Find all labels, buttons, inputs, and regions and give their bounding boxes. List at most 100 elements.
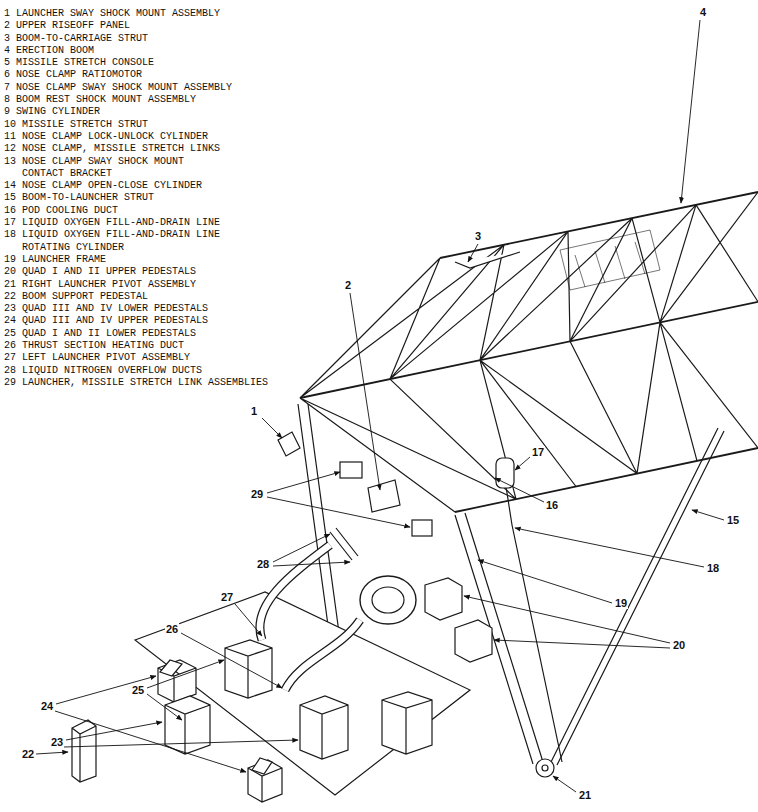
leader-line [515,528,704,567]
leader-line [273,562,350,566]
part-list-entry: 2 UPPER RISEOFF PANEL [4,20,268,32]
boom-support-pedestal [72,720,96,782]
leader-line [494,640,670,648]
leader-line [66,722,162,740]
part-list-entry: 23 QUAD III AND IV LOWER PEDESTALS [4,303,268,315]
leader-line [350,293,380,490]
callout-number: 28 [256,558,270,570]
pedestal-group [72,578,492,802]
overflow-duct [330,528,358,560]
right-frame-leg [455,513,543,764]
callout-number: 18 [706,562,720,574]
cooling-duct [285,620,360,690]
part-list-entry: 19 LAUNCHER FRAME [4,254,268,266]
thrust-ring-inner [372,587,404,613]
part-list-entry: 27 LEFT LAUNCHER PIVOT ASSEMBLY [4,352,268,364]
part-list-entry: 4 ERECTION BOOM [4,45,268,57]
part-list-entry: 22 BOOM SUPPORT PEDESTAL [4,291,268,303]
callout-number: 29 [250,488,264,500]
part-list-entry: 29 LAUNCHER, MISSILE STRETCH LINK ASSEMB… [4,377,268,389]
lower-pedestal [165,696,210,754]
callout-number: 22 [21,748,35,760]
leader-line [267,497,410,527]
leader-line [235,604,262,636]
stretch-link [412,520,432,536]
lower-pedestal [382,692,432,754]
rotating-cylinder [496,458,514,488]
part-list-entry: 12 NOSE CLAMP, MISSILE STRETCH LINKS [4,143,268,155]
part-list-entry: 26 THRUST SECTION HEATING DUCT [4,340,268,352]
leader-line [262,418,282,438]
left-frame-leg [298,404,340,640]
leader-line [478,560,612,603]
thrust-ring [360,576,416,624]
part-list-entry: 7 NOSE CLAMP SWAY SHOCK MOUNT ASSEMBLY [4,82,268,94]
part-list-entry: 17 LIQUID OXYGEN FILL-AND-DRAIN LINE [4,217,268,229]
callout-number: 23 [50,736,64,748]
leader-line [56,676,156,704]
part-list-entry: 5 MISSILE STRETCH CONSOLE [4,57,268,69]
part-list-entry: 10 MISSILE STRETCH STRUT [4,119,268,131]
callout-number: 3 [474,230,482,242]
ducts [260,528,416,690]
right-pivot-pin [542,765,548,771]
boom-chords [300,192,758,512]
callout-number: 27 [220,591,234,603]
leader-line [468,244,478,262]
leader-line [55,711,246,772]
sway-shock-mount [278,432,300,456]
erection-boom [300,192,758,512]
part-list-entry: 25 QUAD I AND II LOWER PEDESTALS [4,328,268,340]
boom-to-carriage-strut [455,252,520,268]
leader-line [64,740,298,747]
callout-number: 26 [165,623,179,635]
part-list-entry: 11 NOSE CLAMP LOCK-UNLOCK CYLINDER [4,131,268,143]
callout-number: 15 [726,514,740,526]
right-pivot [536,759,554,777]
callout-number: 20 [672,639,686,651]
part-list-entry: 13 NOSE CLAMP SWAY SHOCK MOUNT CONTACT B… [4,156,212,181]
leader-line [147,694,182,720]
part-list-entry: 8 BOOM REST SHOCK MOUNT ASSEMBLY [4,94,268,106]
riseoff-panel [368,480,400,512]
upper-pedestal [425,578,462,620]
upper-pedestal [455,620,492,662]
part-list-entry: 20 QUAD I AND II UPPER PEDESTALS [4,266,268,278]
callout-number: 2 [344,279,352,291]
boom-walkway [560,230,660,290]
leader-line [553,776,576,792]
callout-number: 4 [699,6,707,18]
leader-line [36,752,68,754]
stretch-link [340,462,362,478]
part-list-entry: 9 SWING CYLINDER [4,106,268,118]
boom-top-bracing [300,192,758,398]
leader-line [681,20,700,203]
fill-drain-line [505,480,562,762]
leader-line [181,633,282,688]
leader-line [267,472,340,493]
callout-number: 19 [614,597,628,609]
callout-number: 24 [40,700,54,712]
leader-line [273,534,330,562]
leader-line [515,457,530,470]
heating-duct-core [260,545,330,640]
callout-number: 25 [131,684,145,696]
part-list-entry: 6 NOSE CLAMP RATIOMOTOR [4,69,268,81]
callout-number: 21 [578,789,592,801]
leader-line [495,478,544,502]
callout-number: 16 [545,499,559,511]
part-list-entry: 28 LIQUID NITROGEN OVERFLOW DUCTS [4,365,268,377]
pedestal-cap [252,758,272,774]
part-list-entry: 18 LIQUID OXYGEN FILL-AND-DRAIN LINE ROT… [4,229,247,254]
lower-pedestal [225,640,272,698]
callout-number: 17 [531,446,545,458]
part-list-entry: 1 LAUNCHER SWAY SHOCK MOUNT ASSEMBLY [4,8,268,20]
pedestal-cap [160,660,182,676]
leader-line [464,596,670,643]
part-list-entry: 24 QUAD III AND IV UPPER PEDESTALS [4,315,268,327]
boom-to-launcher-strut [551,428,724,765]
heating-duct [260,545,330,640]
callout-number: 1 [250,405,258,417]
leader-line [692,510,724,520]
part-list-entry: 16 POD COOLING DUCT [4,205,268,217]
